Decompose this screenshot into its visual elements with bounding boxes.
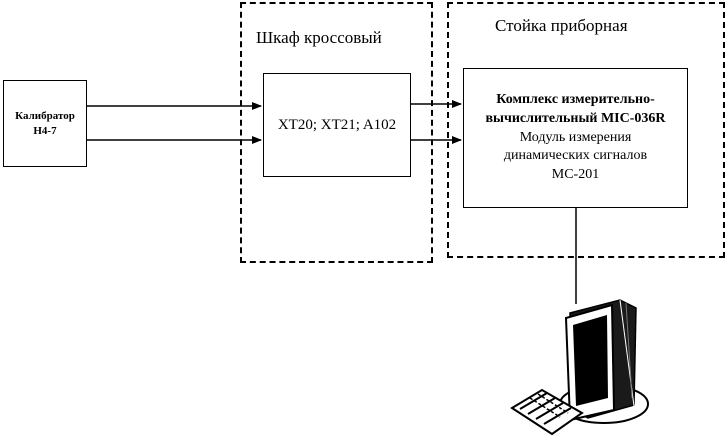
rack-group [447, 2, 725, 258]
complex-module-line3: MC-201 [551, 167, 600, 183]
calibrator-label-line1: Калибратор [15, 109, 75, 122]
rack-title: Стойка приборная [495, 16, 628, 35]
terminals-box: XT20; XT21; A102 [263, 73, 411, 177]
cabinet-title: Шкаф кроссовый [256, 28, 382, 47]
terminals-label: XT20; XT21; A102 [277, 116, 397, 133]
complex-title-line1: Комплекс измерительно- [496, 91, 655, 107]
calibrator-box: Калибратор Н4-7 [3, 80, 87, 167]
cabinet-group [240, 2, 433, 263]
complex-title-line2: вычислительный MIC-036R [485, 110, 666, 126]
complex-module-line2: динамических сигналов [503, 148, 648, 164]
complex-module-line1: Модуль измерения [519, 129, 632, 145]
calibrator-label-line2: Н4-7 [33, 124, 57, 137]
complex-box: Комплекс измерительно- вычислительный MI… [463, 68, 688, 208]
